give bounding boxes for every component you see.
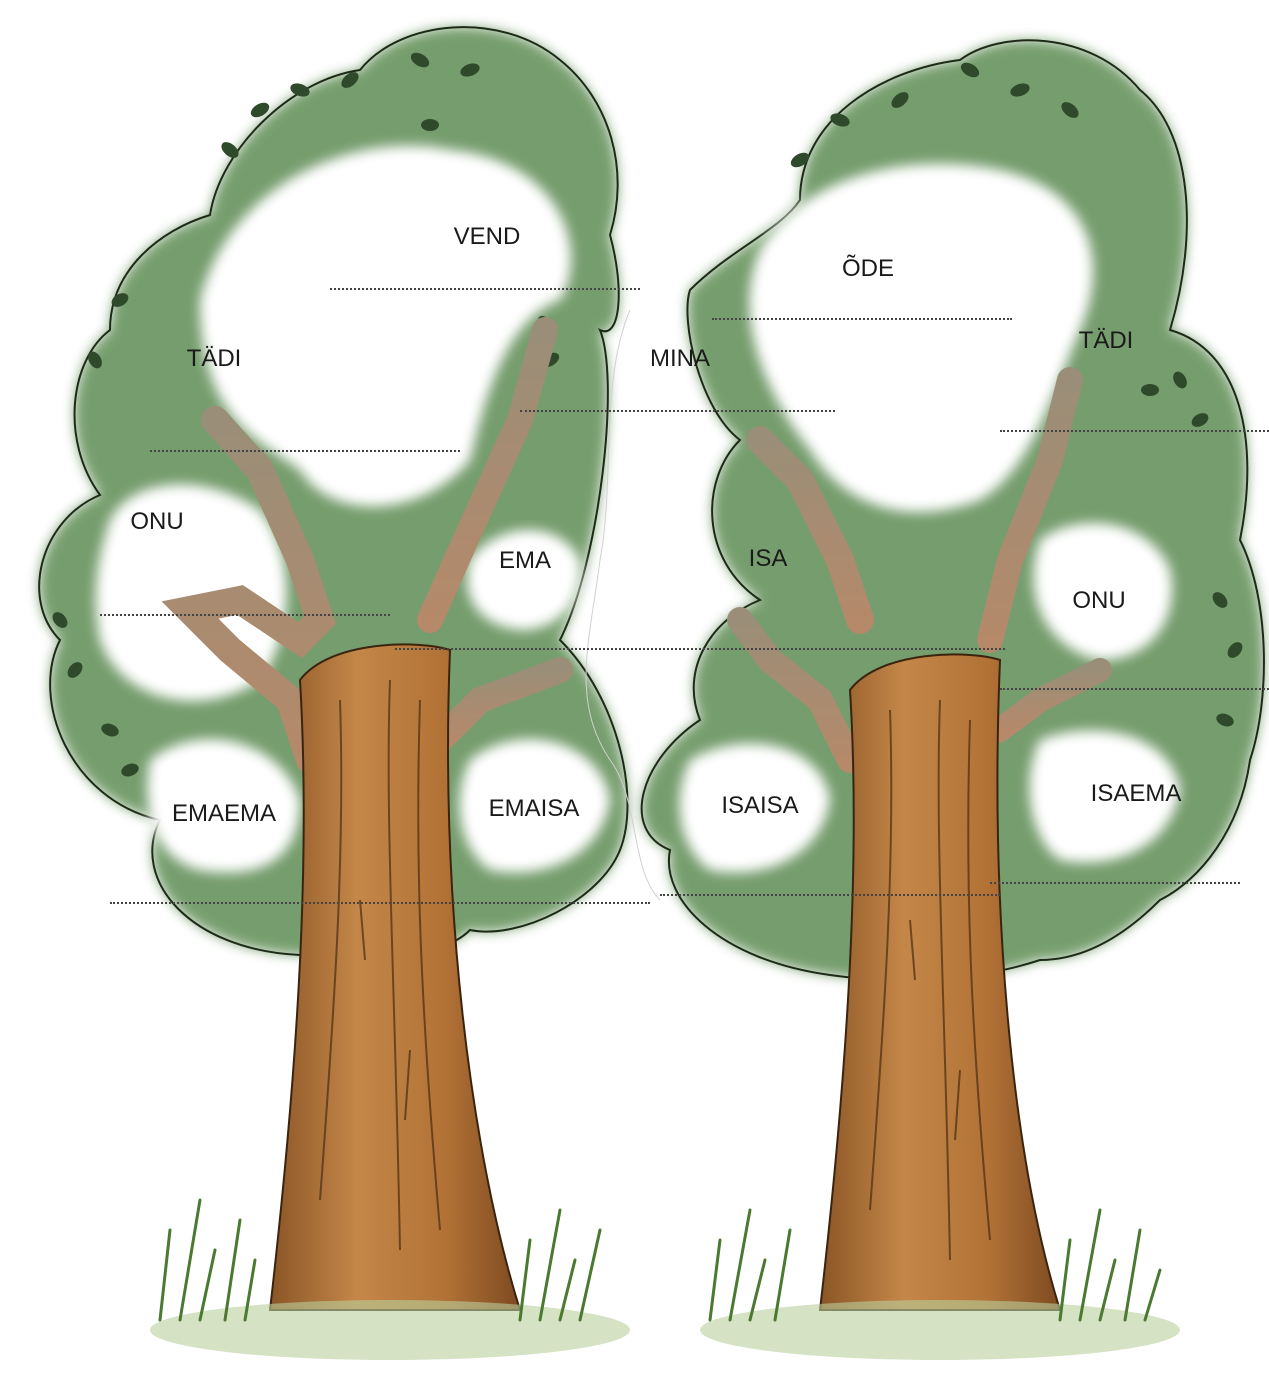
label-mina: MINA <box>650 345 710 373</box>
answer-line-vend[interactable] <box>330 288 640 290</box>
answer-line-isaema[interactable] <box>990 882 1240 884</box>
label-ode: ÕDE <box>842 255 894 283</box>
label-isaema: ISAEMA <box>1091 780 1182 808</box>
label-onu-right: ONU <box>1072 587 1125 615</box>
label-onu-left: ONU <box>130 508 183 536</box>
label-ema: EMA <box>499 547 551 575</box>
label-emaisa: EMAISA <box>489 795 580 823</box>
label-emaema: EMAEMA <box>172 800 276 828</box>
answer-line-ode[interactable] <box>712 318 1012 320</box>
answer-line-mina[interactable] <box>520 410 835 412</box>
answer-line-ema-isa[interactable] <box>395 648 1005 650</box>
label-tadi-left: TÄDI <box>187 345 242 373</box>
answer-line-grandparents-left[interactable] <box>110 902 650 904</box>
label-isaisa: ISAISA <box>721 792 798 820</box>
answer-line-grandparents-right[interactable] <box>660 894 1000 896</box>
label-tadi-right: TÄDI <box>1079 327 1134 355</box>
answer-line-onu-left[interactable] <box>100 614 390 616</box>
label-isa: ISA <box>749 545 788 573</box>
label-vend: VEND <box>454 223 521 251</box>
answer-line-tadi-left[interactable] <box>150 450 460 452</box>
answer-line-onu-right[interactable] <box>1000 688 1269 690</box>
answer-line-tadi-right[interactable] <box>1000 430 1269 432</box>
